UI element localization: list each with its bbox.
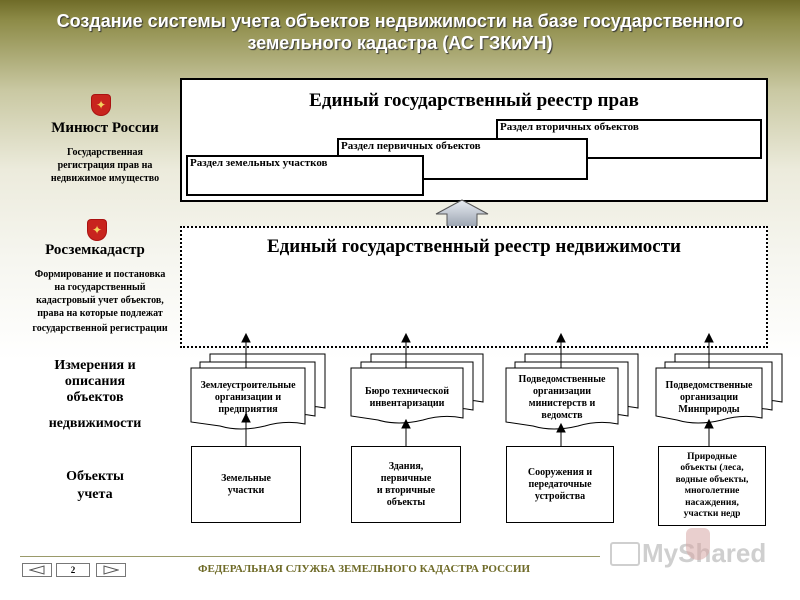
- arrow-left-icon: [29, 565, 45, 575]
- coat-of-arms-icon: ✦: [88, 220, 106, 240]
- org-land-management: Землеустроительные организации и предпри…: [200, 380, 296, 415]
- roszemkadastr-label: Росземкадастр: [45, 242, 145, 258]
- prev-slide-button[interactable]: [22, 563, 52, 577]
- object-natural: Природные объекты (леса, водные объекты,…: [658, 446, 766, 526]
- page-number: 2: [56, 563, 90, 577]
- measurements-label: Измерения и описания объектов недвижимос…: [48, 358, 142, 431]
- org-technical-inventory: Бюро технической инвентаризации: [364, 386, 450, 409]
- minjust-label: Минюст России: [51, 120, 159, 136]
- object-buildings: Здания, первичные и вторичные объекты: [351, 446, 461, 523]
- object-structures: Сооружения и передаточные устройства: [506, 446, 614, 523]
- accounting-objects-label: Объекты учета: [66, 469, 124, 502]
- coat-of-arms-icon: ✦: [92, 95, 110, 115]
- arrow-right-icon: [103, 565, 119, 575]
- property-registry-box: Единый государственный реестр недвижимос…: [180, 226, 768, 348]
- slide-title: Создание системы учета объектов недвижим…: [0, 10, 800, 54]
- org-ministries: Подведомственные организации министерств…: [518, 374, 606, 421]
- minjust-description: Государственная регистрация прав на недв…: [50, 147, 160, 184]
- title-line-1: Создание системы учета объектов недвижим…: [56, 11, 744, 31]
- footer-agency-name: ФЕДЕРАЛЬНАЯ СЛУЖБА ЗЕМЕЛЬНОГО КАДАСТРА Р…: [198, 563, 531, 575]
- roszemkadastr-description: Формирование и постановка на государстве…: [32, 269, 168, 334]
- coat-of-arms-watermark-icon: [686, 528, 710, 560]
- footer-divider: [20, 556, 600, 557]
- section-primary-objects: Раздел первичных объектов: [337, 138, 588, 180]
- section-land-plots: Раздел земельных участков: [186, 155, 424, 196]
- object-land-plots: Земельные участки: [191, 446, 301, 523]
- rights-registry-title: Единый государственный реестр прав: [309, 90, 639, 111]
- property-registry-title: Единый государственный реестр недвижимос…: [267, 236, 681, 257]
- org-minprirody: Подведомственные организации Минприроды: [665, 380, 753, 415]
- title-line-2: земельного кадастра (АС ГЗКиУН): [247, 33, 553, 53]
- watermark-logo-icon: [610, 542, 640, 566]
- next-slide-button[interactable]: [96, 563, 126, 577]
